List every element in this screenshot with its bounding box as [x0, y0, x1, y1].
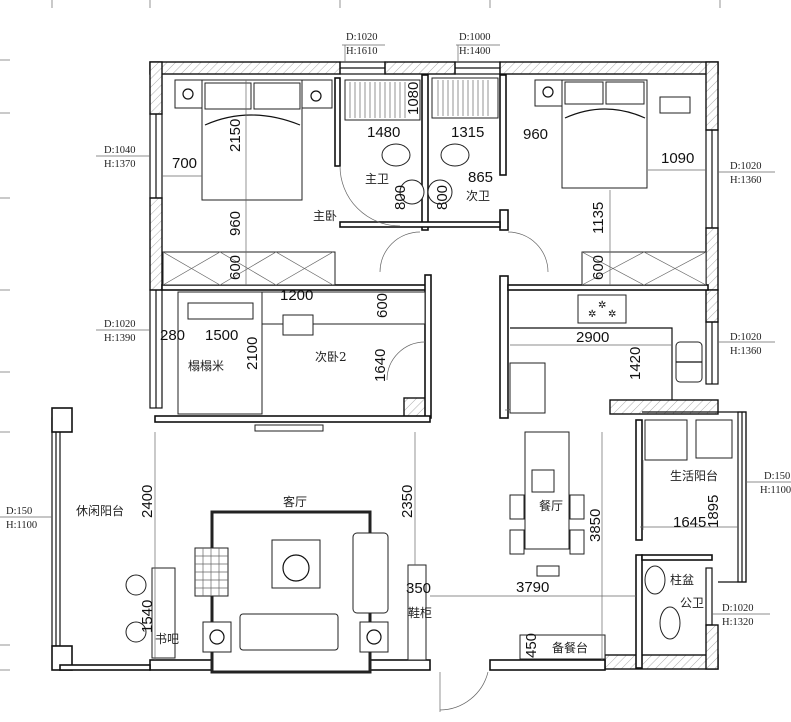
- dim-label: 600: [374, 293, 391, 318]
- svg-text:D:1020: D:1020: [722, 603, 754, 614]
- dim-label: 3790: [516, 579, 549, 596]
- svg-text:H:1100: H:1100: [760, 485, 791, 496]
- dim-label: 800: [392, 185, 409, 210]
- room-labels: 主卧 主卫 次卫 次卧2 榻榻米 客厅 休闲阳台 餐厅 生活阳台 柱盆 公卫 书…: [76, 172, 718, 655]
- dim-label: 1645: [673, 514, 706, 531]
- svg-text:✲: ✲: [598, 300, 606, 311]
- second-wardrobe: [581, 251, 707, 286]
- room-label-pantry-counter: 备餐台: [552, 640, 588, 655]
- svg-text:✲: ✲: [588, 309, 596, 320]
- dim-label: 960: [523, 126, 548, 143]
- svg-text:D:1020: D:1020: [730, 161, 762, 172]
- dim-label: 1315: [451, 124, 484, 141]
- room-label-tatami: 榻榻米: [188, 359, 224, 373]
- second-bed: [534, 79, 691, 189]
- dim-label: 2400: [139, 485, 156, 518]
- svg-text:H:1320: H:1320: [722, 617, 754, 628]
- svg-text:H:1390: H:1390: [104, 333, 136, 344]
- ruler-ticks: [0, 0, 721, 671]
- dim-label: 2100: [244, 337, 261, 370]
- room-label-dining-room: 餐厅: [539, 498, 563, 513]
- kitchen-counter: ✲ ✲ ✲: [509, 294, 703, 414]
- room-label-master-bedroom: 主卧: [313, 209, 337, 223]
- dim-label: 800: [434, 185, 451, 210]
- dim-label: 1090: [661, 150, 694, 167]
- svg-text:D:1020: D:1020: [104, 319, 136, 330]
- dim-label: 350: [406, 580, 431, 597]
- svg-text:H:1370: H:1370: [104, 159, 136, 170]
- svg-text:D:150: D:150: [764, 471, 790, 482]
- exterior-walls: [149, 61, 719, 670]
- utility-balcony-fixtures: [642, 411, 747, 640]
- room-label-pedestal-basin: 柱盆: [670, 572, 694, 587]
- room-label-master-bath: 主卫: [365, 172, 389, 186]
- dim-label: 2900: [576, 329, 609, 346]
- room-label-second-bedroom-2: 次卧2: [315, 350, 347, 364]
- svg-text:H:1360: H:1360: [730, 346, 762, 357]
- svg-text:D:1020: D:1020: [730, 332, 762, 343]
- dining-table: [509, 431, 585, 577]
- dim-label: 960: [227, 211, 244, 236]
- dim-label: 2150: [227, 119, 244, 152]
- svg-text:D:150: D:150: [6, 506, 32, 517]
- svg-text:H:1360: H:1360: [730, 175, 762, 186]
- dim-label: 700: [172, 155, 197, 172]
- room-label-second-bath: 次卫: [466, 189, 490, 203]
- svg-text:H:1610: H:1610: [346, 46, 378, 57]
- svg-text:✲: ✲: [608, 309, 616, 320]
- pantry-counter: [519, 634, 606, 660]
- dim-label: 1135: [590, 202, 607, 234]
- dim-label: 1480: [367, 124, 400, 141]
- tv-cabinet: [254, 424, 324, 432]
- dim-label: 2350: [399, 485, 416, 518]
- dim-label: 3850: [587, 509, 604, 542]
- dim-label: 280: [160, 327, 185, 344]
- room-label-leisure-balcony: 休闲阳台: [76, 503, 124, 518]
- svg-text:D:1000: D:1000: [459, 32, 491, 43]
- dimension-lines: [154, 80, 738, 660]
- room-label-utility-balcony: 生活阳台: [670, 468, 718, 483]
- dim-label: 1895: [705, 495, 722, 528]
- study-bar: [125, 567, 176, 659]
- room-label-public-bath: 公卫: [680, 596, 704, 610]
- svg-text:H:1400: H:1400: [459, 46, 491, 57]
- dim-label: 1080: [405, 82, 422, 115]
- svg-text:H:1100: H:1100: [6, 520, 37, 531]
- room-label-shoe-cabinet: 鞋柜: [408, 605, 432, 620]
- dim-label: 1200: [280, 287, 313, 304]
- dimension-labels: 2150 700 960 600 1480 1315 1080 865 800 …: [139, 82, 722, 658]
- master-bed: [174, 79, 333, 201]
- dim-label: 1500: [205, 327, 238, 344]
- dim-label: 1540: [139, 600, 156, 633]
- svg-text:D:1040: D:1040: [104, 145, 136, 156]
- bath-fixtures: [344, 77, 499, 205]
- dim-label: 600: [227, 255, 244, 280]
- shoe-cabinet: [407, 564, 427, 661]
- svg-text:D:1020: D:1020: [346, 32, 378, 43]
- room-label-living-room: 客厅: [283, 494, 307, 509]
- dim-label: 1420: [627, 347, 644, 380]
- tatami-platform: [177, 291, 426, 415]
- dim-label: 865: [468, 169, 493, 186]
- room-label-study-bar: 书吧: [155, 632, 179, 646]
- dim-label: 450: [523, 633, 540, 658]
- dim-label: 600: [590, 255, 607, 280]
- master-wardrobe: [162, 251, 336, 286]
- sofa-set: [194, 532, 389, 653]
- dim-label: 1640: [372, 349, 389, 382]
